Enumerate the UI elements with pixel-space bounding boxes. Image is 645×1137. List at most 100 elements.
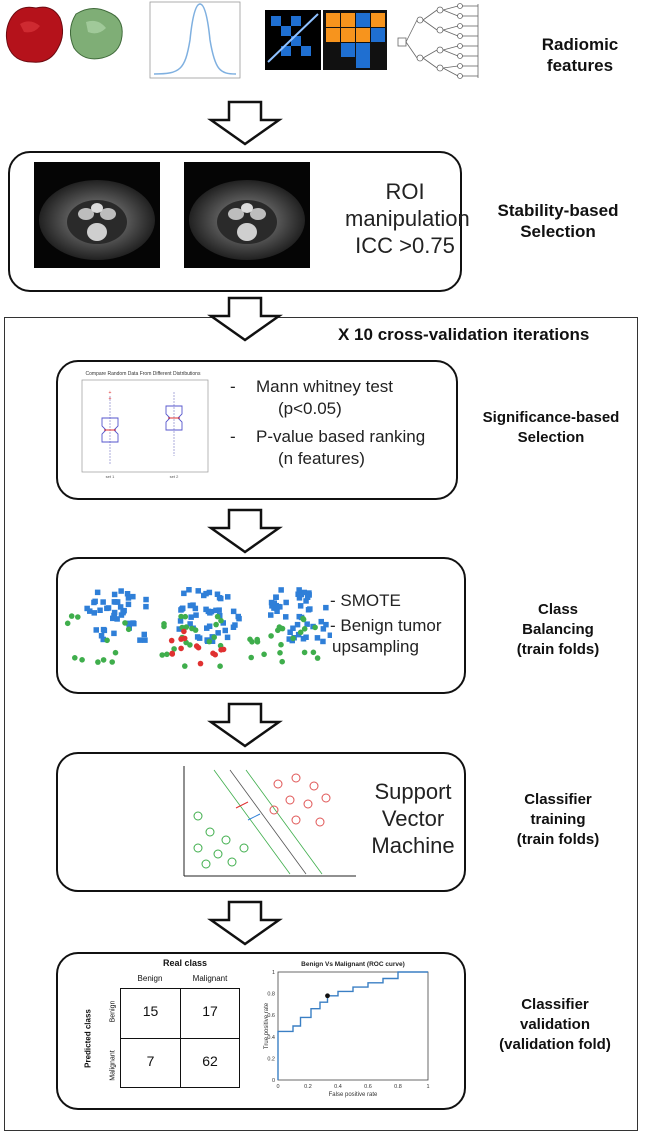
red-point	[193, 643, 200, 649]
blue-point	[327, 632, 332, 638]
green-point	[217, 663, 223, 669]
green-point	[159, 652, 165, 658]
texture-matrix-icon	[265, 10, 387, 70]
blue-point	[94, 589, 101, 596]
confusion-matrix: Real class Benign Malignant Predicted cl…	[76, 956, 252, 1106]
green-point	[301, 626, 308, 632]
balancing-label: Class Balancing (train folds)	[516, 601, 600, 658]
blue-point	[218, 595, 224, 602]
blue-point	[298, 591, 304, 598]
blue-point	[111, 609, 118, 616]
x-tick-label: 0.8	[394, 1084, 402, 1090]
svg-text:set 2: set 2	[170, 474, 179, 479]
blue-point	[203, 590, 209, 597]
training-box	[56, 752, 466, 892]
blue-point	[222, 627, 228, 634]
blue-point	[187, 621, 193, 627]
mri-slice-1	[34, 162, 160, 268]
blue-point	[306, 590, 312, 596]
green-point	[268, 633, 274, 639]
blue-point	[207, 610, 213, 616]
blue-point	[118, 588, 124, 594]
x-tick-label: 1	[426, 1084, 429, 1090]
blue-point	[318, 618, 324, 625]
blue-point	[323, 621, 329, 628]
matrix-row-title: Predicted class	[83, 1009, 93, 1068]
stability-label: Stability-based Selection	[497, 201, 619, 241]
svg-text:+: +	[109, 396, 112, 402]
blue-point	[216, 607, 222, 613]
blue-point	[113, 599, 119, 605]
blue-point	[300, 636, 307, 642]
green-point	[178, 613, 184, 620]
blue-point	[301, 589, 307, 596]
blue-point	[111, 612, 117, 619]
blue-point	[297, 603, 304, 609]
blue-point	[268, 612, 274, 618]
blue-point	[142, 637, 148, 643]
radiomic-illustrations	[5, 1, 479, 79]
down-arrow-icon	[207, 100, 283, 146]
blue-point	[295, 631, 302, 638]
down-arrow-icon	[207, 702, 283, 748]
svm-illustration	[183, 766, 356, 877]
boxplot-image: Compare Random Data From Different Distr…	[70, 366, 216, 482]
green-point	[300, 616, 307, 623]
green-tumor-icon	[70, 8, 123, 60]
svg-text:+: +	[109, 390, 112, 396]
green-point	[290, 635, 296, 642]
scatter-panel	[247, 587, 332, 665]
x-tick-label: 0	[276, 1084, 279, 1090]
blue-point	[230, 608, 237, 615]
green-point	[314, 655, 321, 661]
blue-point	[209, 638, 216, 644]
blue-point	[92, 598, 98, 605]
matrix-col-label: Malignant	[192, 974, 228, 983]
matrix-cell: 17	[202, 1003, 218, 1019]
matrix-row-label: Benign	[109, 1000, 117, 1023]
blue-point	[287, 629, 293, 635]
y-axis-label: True positive rate	[264, 1002, 270, 1049]
blue-point	[206, 623, 213, 629]
blue-point	[110, 615, 116, 622]
down-arrow-icon	[207, 296, 283, 342]
scatter-panel	[64, 588, 149, 665]
green-point	[206, 638, 213, 645]
matrix-cell: 62	[202, 1053, 218, 1069]
blue-point	[143, 603, 149, 610]
blue-point	[320, 626, 327, 632]
blue-point	[141, 631, 147, 638]
blue-point	[283, 599, 289, 606]
blue-point	[91, 610, 97, 616]
y-tick-label: 0.2	[267, 1056, 275, 1062]
green-point	[104, 637, 110, 644]
green-point	[279, 658, 285, 665]
green-point	[100, 657, 107, 663]
scatter-panel	[159, 587, 242, 669]
blue-point	[304, 621, 310, 627]
blue-point	[188, 614, 194, 620]
y-tick-label: 0.4	[267, 1035, 275, 1041]
red-point	[220, 646, 227, 653]
blue-point	[195, 588, 201, 594]
blue-point	[286, 636, 292, 642]
wavelet-tree-icon	[397, 3, 479, 79]
gaussian-plot-icon	[149, 1, 241, 79]
blue-point	[230, 624, 237, 630]
matrix-grid: 15 17 7 62	[120, 988, 240, 1088]
blue-point	[323, 604, 329, 611]
y-tick-label: 1	[272, 970, 275, 976]
blue-point	[271, 600, 277, 606]
blue-point	[97, 607, 103, 613]
blue-point	[275, 604, 281, 610]
blue-point	[274, 608, 280, 614]
blue-point	[187, 602, 194, 609]
bullet-item: -Mann whitney test	[230, 377, 394, 396]
cv-iterations-label: X 10 cross-validation iterations	[338, 325, 590, 344]
blue-point	[192, 605, 199, 612]
balancing-bullets: - SMOTE - Benign tumor upsampling	[330, 590, 465, 657]
blue-point	[273, 594, 279, 600]
blue-point	[283, 614, 289, 620]
blue-point	[178, 607, 184, 613]
green-point	[79, 657, 85, 663]
